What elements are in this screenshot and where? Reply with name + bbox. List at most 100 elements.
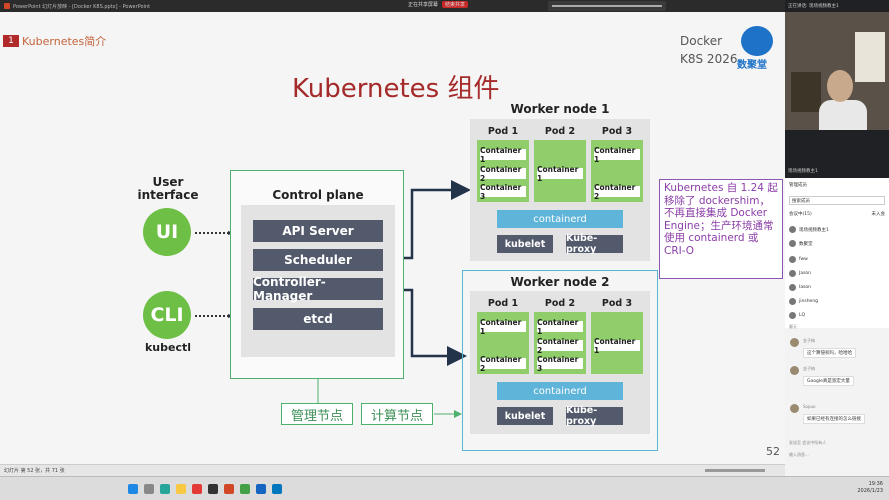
folder-icon[interactable] — [176, 484, 186, 494]
w1-pod1-container-1: Container 1 — [479, 146, 527, 164]
member-item[interactable]: jinsheng — [789, 298, 885, 305]
w1-pod2-label: Pod 2 — [544, 126, 576, 137]
terminal-icon[interactable] — [208, 484, 218, 494]
member-item[interactable]: LQ — [789, 312, 885, 319]
w2-pod2-container-3: Container 3 — [536, 355, 584, 373]
member-tabs[interactable]: 会议中(15) 未入会 — [789, 211, 885, 217]
slide-count: 幻灯片 第 52 张，共 71 张 — [4, 468, 65, 474]
w1-kube-proxy: Kube-proxy — [566, 233, 623, 255]
avatar — [790, 366, 799, 375]
section-number: 1 — [3, 35, 19, 47]
send-to-row[interactable]: 发送至 会议中所有人 — [789, 440, 827, 445]
cli-circle: CLI — [143, 291, 191, 339]
w1-pod3-label: Pod 3 — [601, 126, 633, 137]
worker-node-1-title: Worker node 1 — [510, 102, 610, 116]
share-label: 正在共享屏幕 — [408, 2, 439, 8]
chrome-icon[interactable] — [192, 484, 202, 494]
chat-message: 这个算侵权吗，哈哈哈 — [803, 348, 856, 358]
chat-message: 如果已经有连接的怎么链接 — [803, 414, 865, 424]
w2-pod3-label: Pod 3 — [601, 298, 633, 309]
powerpoint-icon — [4, 3, 10, 9]
logo-icon — [741, 26, 773, 56]
search-icon[interactable] — [144, 484, 154, 494]
w1-pod1-container-3: Container 3 — [479, 183, 527, 201]
powerpoint-icon[interactable] — [224, 484, 234, 494]
w1-kubelet: kubelet — [497, 235, 553, 253]
worker-node-2-title: Worker node 2 — [510, 275, 610, 289]
w2-kubelet: kubelet — [497, 407, 553, 425]
control-plane-title: Control plane — [272, 188, 364, 202]
w2-pod2-container-2: Container 2 — [536, 337, 584, 355]
member-item[interactable]: Iason — [789, 284, 885, 291]
window-title: PowerPoint 幻灯片放映 - [Docker K8S.pptx] - P… — [13, 3, 151, 10]
w2-containerd: containerd — [497, 382, 623, 400]
meeting-controls[interactable] — [548, 1, 666, 11]
avatar — [790, 404, 799, 413]
speaking-header: 正在讲话: 现场视频教主1 — [788, 4, 839, 9]
section-tag: 1 Kubernetes简介 — [3, 33, 106, 49]
compute-node-label: 计算节点 — [361, 403, 433, 425]
windows-start-icon[interactable] — [128, 484, 138, 494]
w2-pod3-container-1: Container 1 — [593, 337, 641, 355]
w1-pod1-container-2: Container 2 — [479, 165, 527, 183]
tab-not-joined[interactable]: 未入会 — [871, 212, 886, 217]
chat-sender: 金子梅 — [803, 338, 815, 343]
chat-message: Google真是宽宏大量 — [803, 376, 854, 386]
etcd-box: etcd — [253, 308, 383, 330]
w2-pod1-label: Pod 1 — [487, 298, 519, 309]
scheduler-box: Scheduler — [253, 249, 383, 271]
w2-pod1-container-1: Container 1 — [479, 318, 527, 336]
edge-icon[interactable] — [160, 484, 170, 494]
avatar — [789, 270, 796, 277]
status-bar: 幻灯片 第 52 张，共 71 张 — [0, 464, 785, 476]
zoom-slider[interactable] — [705, 469, 765, 472]
management-node-label: 管理节点 — [281, 403, 353, 425]
dockershim-note: Kubernetes 自 1.24 起移除了 dockershim，不再直接集成… — [659, 179, 783, 279]
avatar — [789, 298, 796, 305]
stop-share-button[interactable]: 结束共享 — [442, 1, 469, 8]
avatar — [790, 338, 799, 347]
avatar — [789, 256, 796, 263]
member-item[interactable]: 数聚堂 — [789, 240, 885, 247]
taskbar-icons — [128, 484, 282, 494]
meeting-icon[interactable] — [256, 484, 266, 494]
vscode-icon[interactable] — [272, 484, 282, 494]
w2-pod2-container-1: Container 1 — [536, 318, 584, 336]
window-titlebar: PowerPoint 幻灯片放映 - [Docker K8S.pptx] - P… — [0, 0, 785, 12]
ui-dotted-line — [195, 232, 229, 234]
member-item[interactable]: 现场视频教主1 — [789, 226, 885, 233]
controller-manager-box: Controller-Manager — [253, 275, 383, 303]
section-title: Kubernetes简介 — [22, 35, 107, 48]
page-number: 52 — [766, 445, 780, 458]
api-server-box: API Server — [253, 220, 383, 242]
w2-kube-proxy: Kube-proxy — [566, 405, 623, 427]
logo-text: 数聚堂 — [737, 60, 767, 71]
system-clock[interactable]: 19:36 2026/1/23 — [857, 481, 883, 494]
avatar — [789, 312, 796, 319]
member-item[interactable]: fww — [789, 256, 885, 263]
video-feed[interactable] — [785, 12, 889, 130]
chat-sender: 金子梅 — [803, 366, 815, 371]
speaker-name: 现场视频教主1 — [788, 169, 818, 174]
avatar — [789, 284, 796, 291]
members-list: 管理成员 搜索成员 会议中(15) 未入会 现场视频教主1 数聚堂 fww Ja… — [785, 178, 889, 338]
ui-circle: UI — [143, 208, 191, 256]
w1-containerd: containerd — [497, 210, 623, 228]
avatar — [789, 240, 796, 247]
brand-line1: Docker — [680, 34, 723, 48]
brand-line2: K8S 2026 — [680, 52, 738, 66]
cli-dotted-line — [195, 315, 229, 317]
chat-input[interactable]: 输入消息... — [789, 452, 809, 457]
wechat-icon[interactable] — [240, 484, 250, 494]
chat-panel: 聊天 金子梅 这个算侵权吗，哈哈哈 金子梅 Google真是宽宏大量 Sopuo… — [785, 324, 889, 476]
meeting-panel: 正在讲话: 现场视频教主1 现场视频教主1 管理成员 搜索成员 会议中(15) … — [785, 0, 889, 476]
tab-in-meeting[interactable]: 会议中(15) — [789, 212, 812, 217]
user-interface-label: User interface — [137, 175, 199, 202]
taskbar: 19:36 2026/1/23 — [0, 476, 889, 500]
member-search-input[interactable]: 搜索成员 — [789, 196, 885, 205]
member-item[interactable]: Jason — [789, 270, 885, 277]
w1-pod3-container-1: Container 1 — [593, 146, 641, 164]
speaker-name-row: 现场视频教主1 — [788, 168, 818, 174]
slide-title: Kubernetes 组件 — [292, 74, 500, 104]
